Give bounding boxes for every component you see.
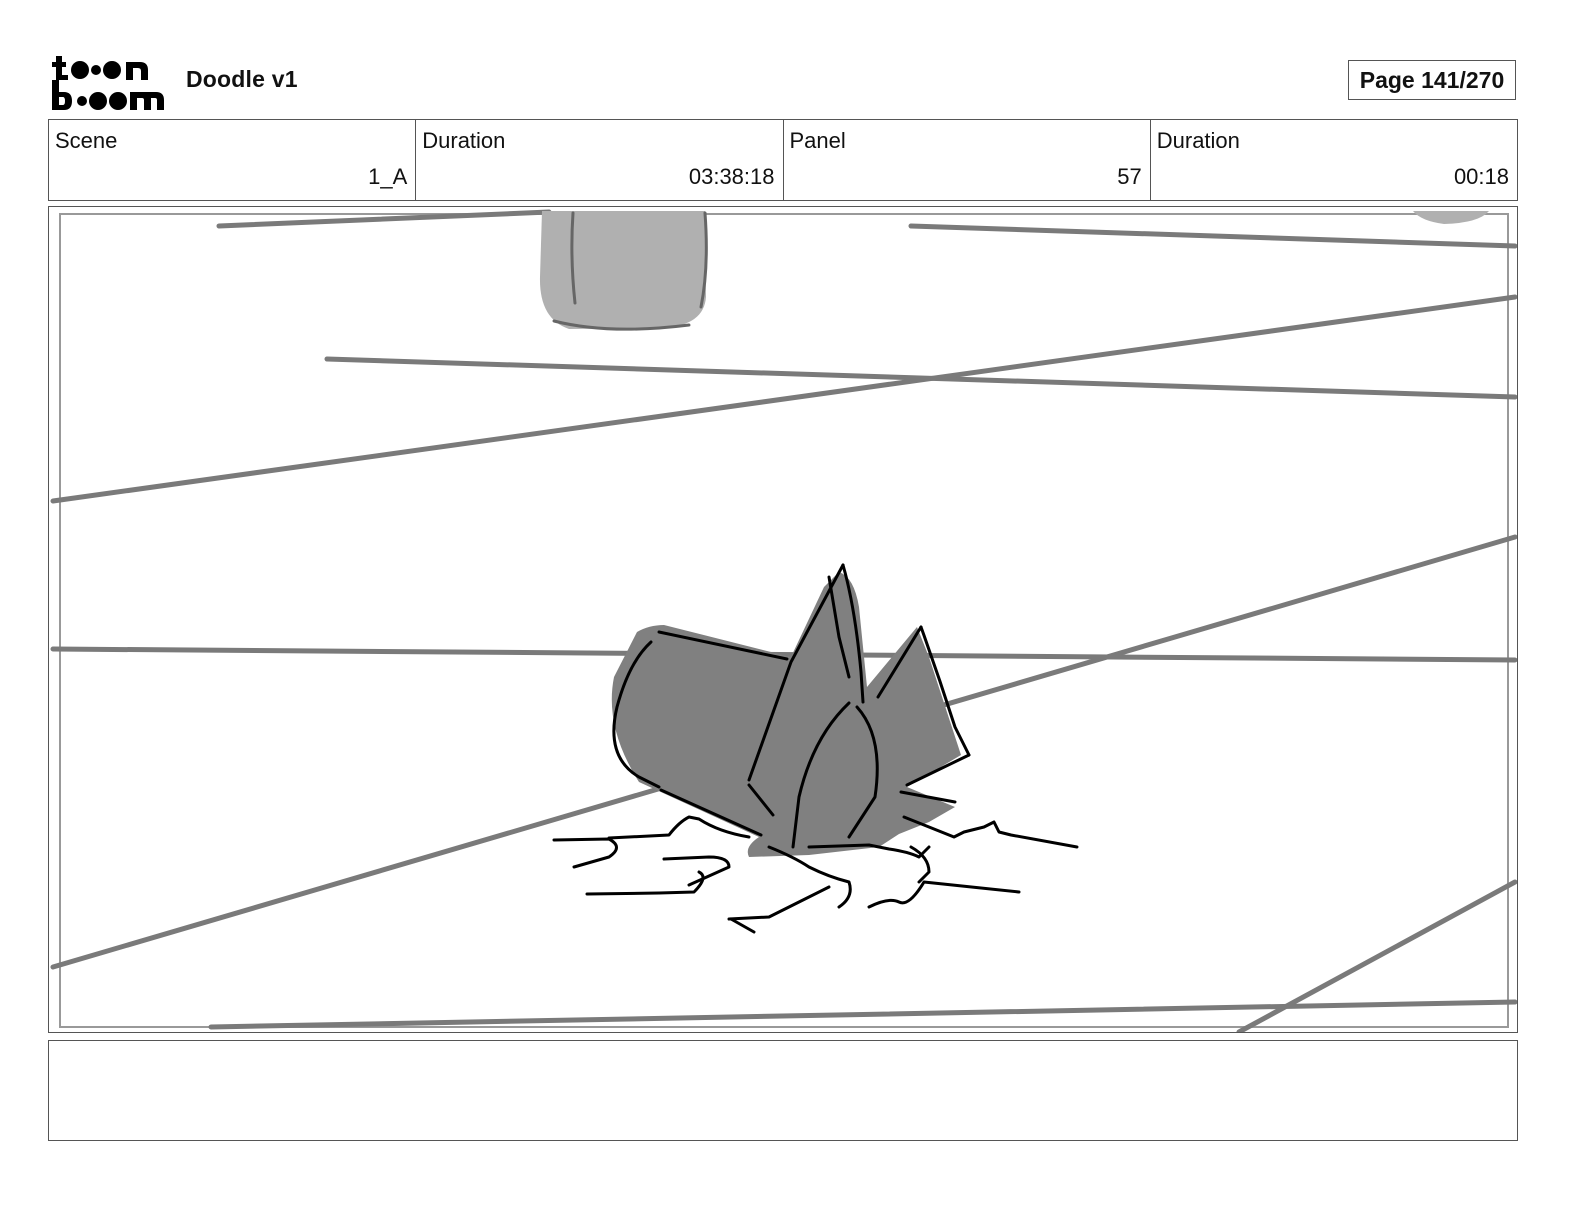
scene-cell: Scene 1_A: [49, 120, 417, 200]
toonboom-logo: [52, 56, 164, 110]
page-indicator: Page 141/270: [1348, 60, 1516, 100]
scene-duration-value: 03:38:18: [688, 164, 775, 189]
panel-cell: Panel 57: [784, 120, 1151, 200]
panel-notes-box[interactable]: [48, 1040, 1518, 1141]
panel-label: Panel: [789, 128, 846, 153]
scene-value: 1_A: [368, 164, 408, 189]
panel-duration-cell: Duration 00:18: [1151, 120, 1517, 200]
logo-bottom-row: [52, 80, 164, 110]
impact-cracks: [552, 815, 1079, 934]
storyboard-panel: [48, 206, 1518, 1033]
corner-object: [1413, 211, 1489, 224]
scene-duration-cell: Duration 03:38:18: [416, 120, 784, 200]
logo-top-row: [52, 56, 148, 80]
panel-value: 57: [1117, 164, 1142, 189]
hanging-object: [539, 211, 708, 331]
panel-duration-label: Duration: [1156, 128, 1240, 153]
crashed-object: [611, 563, 971, 857]
scene-info-table: Scene 1_A Duration 03:38:18 Panel 57 Dur…: [48, 119, 1518, 201]
panel-sketch: [50, 209, 1517, 1032]
document-title: Doodle v1: [186, 66, 298, 92]
scene-duration-label: Duration: [422, 128, 506, 153]
panel-duration-value: 00:18: [1453, 164, 1509, 189]
safe-area-frame: [59, 213, 1509, 1028]
scene-label: Scene: [55, 128, 118, 153]
